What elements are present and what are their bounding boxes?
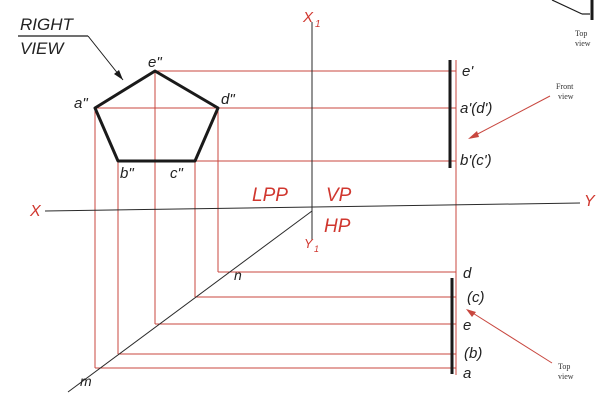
corner-top-view-note-1: Top bbox=[575, 29, 587, 38]
axis-label-y: Y bbox=[584, 193, 596, 210]
label-e-dd: e" bbox=[148, 54, 162, 71]
miter-line bbox=[67, 210, 313, 393]
top-view-annotation: Top view bbox=[466, 309, 574, 381]
top-view-note-1: Top bbox=[558, 362, 570, 371]
label-e-top: e bbox=[463, 317, 471, 334]
top-view-arrowhead bbox=[466, 309, 476, 317]
label-a-dd: a" bbox=[74, 95, 88, 112]
label-m: m bbox=[80, 373, 92, 389]
axis-label-y1-sub: 1 bbox=[314, 244, 319, 254]
right-view-pentagon bbox=[93, 69, 220, 163]
axis-label-x1-sub: 1 bbox=[315, 19, 321, 30]
corner-top-view-note-2: view bbox=[575, 39, 591, 48]
front-view-annotation: Front view bbox=[468, 82, 574, 139]
label-b-c-prime: b'(c') bbox=[460, 152, 492, 169]
label-a-d-prime: a'(d') bbox=[460, 100, 492, 117]
plane-label-vp: VP bbox=[326, 185, 352, 206]
front-view-note-2: view bbox=[558, 92, 574, 101]
plane-label-hp: HP bbox=[324, 216, 351, 237]
title-view: VIEW bbox=[20, 39, 65, 58]
label-d-dd: d" bbox=[221, 91, 235, 108]
axis-label-x: X bbox=[29, 203, 42, 220]
axis-label-x1: X bbox=[302, 9, 314, 26]
top-view-note-2: view bbox=[558, 372, 574, 381]
label-e-prime: e' bbox=[462, 63, 474, 80]
label-c-dd: c" bbox=[170, 165, 184, 182]
corner-inset: Top view bbox=[551, 0, 594, 48]
title-group: RIGHT VIEW bbox=[18, 15, 124, 81]
title-arrow bbox=[114, 70, 123, 80]
label-d-top: d bbox=[463, 265, 472, 282]
front-view-arrowhead bbox=[468, 131, 479, 139]
label-b-top: (b) bbox=[464, 345, 482, 362]
front-view-note-1: Front bbox=[556, 82, 574, 91]
front-view-arrow-line bbox=[469, 95, 551, 139]
label-c-top: (c) bbox=[467, 289, 485, 306]
label-n: n bbox=[234, 267, 242, 283]
title-right: RIGHT bbox=[20, 15, 75, 34]
label-b-dd: b" bbox=[120, 165, 134, 182]
axes bbox=[44, 22, 581, 393]
label-a-top: a bbox=[463, 365, 471, 382]
top-view-arrow-line bbox=[467, 309, 553, 364]
plane-label-lpp: LPP bbox=[252, 185, 288, 206]
inset-edge-1 bbox=[551, 0, 583, 15]
axis-label-y1: Y bbox=[304, 236, 314, 251]
projection-lines bbox=[94, 60, 457, 375]
